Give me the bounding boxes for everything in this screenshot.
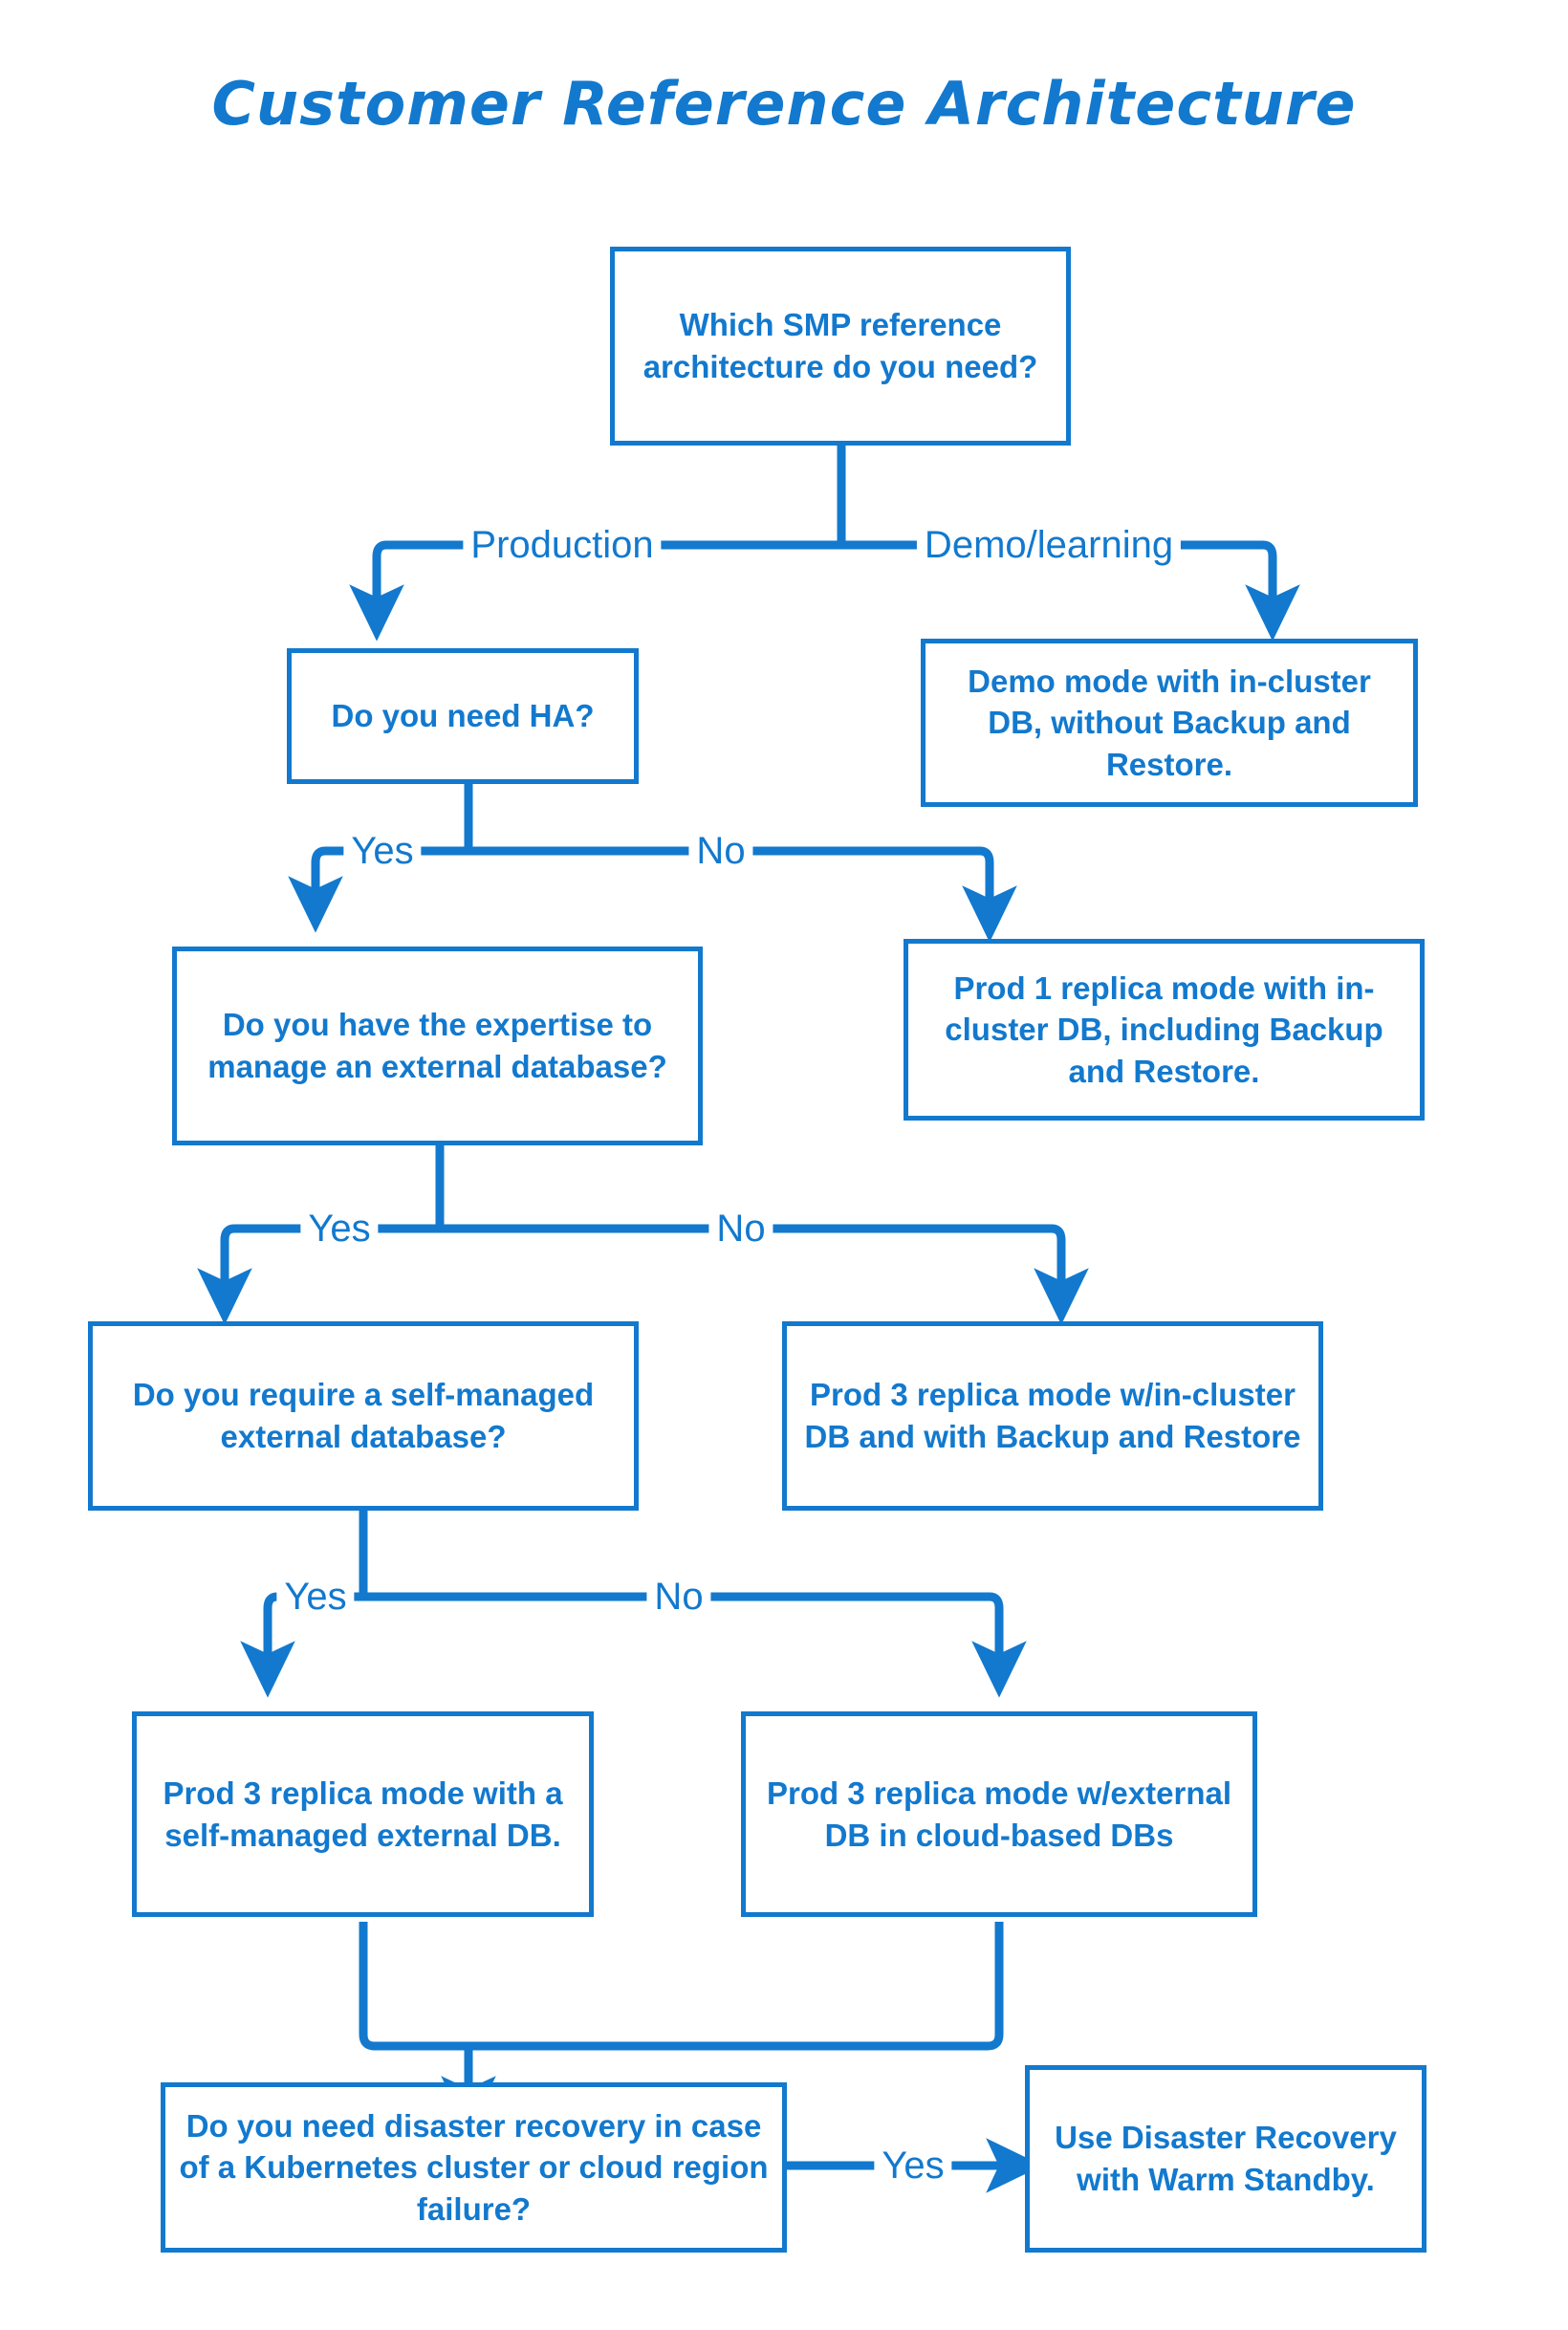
node-prod3-selfmanaged-outcome[interactable]: Prod 3 replica mode with a self-managed … [132,1711,594,1917]
node-prod3-cloud-outcome-label: Prod 3 replica mode w/external DB in clo… [766,1775,1231,1853]
node-dr-outcome-label: Use Disaster Recovery with Warm Standby. [1055,2120,1397,2197]
node-ha-question-label: Do you need HA? [331,698,595,734]
edge-label-production: Production [463,526,662,564]
node-root-question-label: Which SMP reference architecture do you … [642,307,1038,384]
node-dr-question-label: Do you need disaster recovery in case of… [179,2107,769,2227]
node-dr-question[interactable]: Do you need disaster recovery in case of… [161,2082,787,2253]
node-dr-outcome[interactable]: Use Disaster Recovery with Warm Standby. [1025,2065,1426,2253]
edge-label-ha-yes: Yes [343,832,422,870]
edge-label-selfmanaged-no: No [646,1578,711,1616]
edge-label-ha-no: No [688,832,753,870]
edge-label-demo-learning: Demo/learning [916,526,1182,564]
edge-label-expertise-no: No [708,1209,773,1248]
node-demo-outcome-label: Demo mode with in-cluster DB, without Ba… [968,663,1371,782]
edge-label-selfmanaged-yes: Yes [276,1578,355,1616]
node-prod3-cloud-outcome[interactable]: Prod 3 replica mode w/external DB in clo… [741,1711,1257,1917]
node-selfmanaged-question-label: Do you require a self-managed external d… [132,1377,595,1454]
node-expertise-question[interactable]: Do you have the expertise to manage an e… [172,947,703,1145]
node-expertise-question-label: Do you have the expertise to manage an e… [207,1007,667,1084]
edge-label-dr-yes: Yes [874,2146,952,2185]
node-prod3-incluster-outcome[interactable]: Prod 3 replica mode w/in-cluster DB and … [782,1321,1323,1511]
node-selfmanaged-question[interactable]: Do you require a self-managed external d… [88,1321,639,1511]
page-title: Customer Reference Architecture [211,69,1357,139]
edge-label-expertise-yes: Yes [300,1209,379,1248]
node-prod3-incluster-outcome-label: Prod 3 replica mode w/in-cluster DB and … [804,1377,1301,1454]
node-root-question[interactable]: Which SMP reference architecture do you … [610,247,1071,446]
node-prod1-outcome-label: Prod 1 replica mode with in-cluster DB, … [945,969,1383,1089]
node-prod3-selfmanaged-outcome-label: Prod 3 replica mode with a self-managed … [163,1775,563,1853]
node-ha-question[interactable]: Do you need HA? [287,648,639,784]
node-demo-outcome[interactable]: Demo mode with in-cluster DB, without Ba… [921,639,1418,807]
node-prod1-outcome[interactable]: Prod 1 replica mode with in-cluster DB, … [904,939,1425,1121]
